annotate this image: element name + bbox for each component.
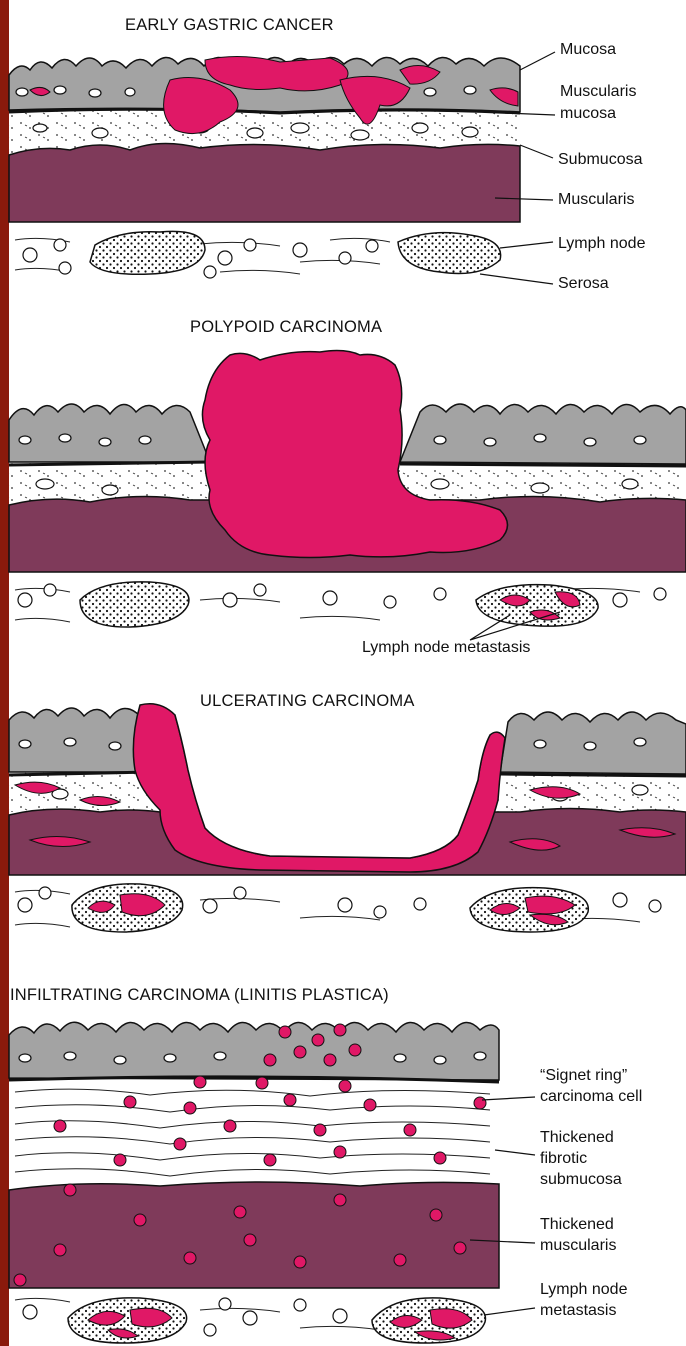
label-mucosa: Mucosa [560,41,616,58]
panel-title-polypoid: POLYPOID CARCINOMA [190,318,382,336]
label-muscularis-4-2: muscularis [540,1237,616,1254]
label-fibrotic-1: Thickened [540,1129,614,1146]
label-muscularis-mucosa-2: mucosa [560,105,616,122]
ulcer-crater [175,715,490,858]
label-muscularis: Muscularis [558,191,634,208]
label-serosa: Serosa [558,275,609,292]
label-metastasis-4-2: metastasis [540,1302,616,1319]
mucosa-layer-4 [9,1022,499,1080]
label-submucosa: Submucosa [558,151,643,168]
label-signet-ring-1: “Signet ring” [540,1067,627,1084]
label-fibrotic-3: submucosa [540,1171,622,1188]
label-fibrotic-2: fibrotic [540,1150,587,1167]
label-muscularis-4-1: Thickened [540,1216,614,1233]
panel-title-early: EARLY GASTRIC CANCER [125,16,334,34]
label-lymph-node: Lymph node [558,235,646,252]
muscularis-layer [9,143,520,222]
label-metastasis-4-1: Lymph node [540,1281,628,1298]
panel-title-infiltrating: INFILTRATING CARCINOMA (LINITIS PLASTICA… [10,986,389,1004]
label-signet-ring-2: carcinoma cell [540,1088,642,1105]
panel-title-ulcerating: ULCERATING CARCINOMA [200,692,415,710]
label-muscularis-mucosa-1: Muscularis [560,83,636,100]
label-lymph-node-metastasis-2: Lymph node metastasis [362,639,530,656]
